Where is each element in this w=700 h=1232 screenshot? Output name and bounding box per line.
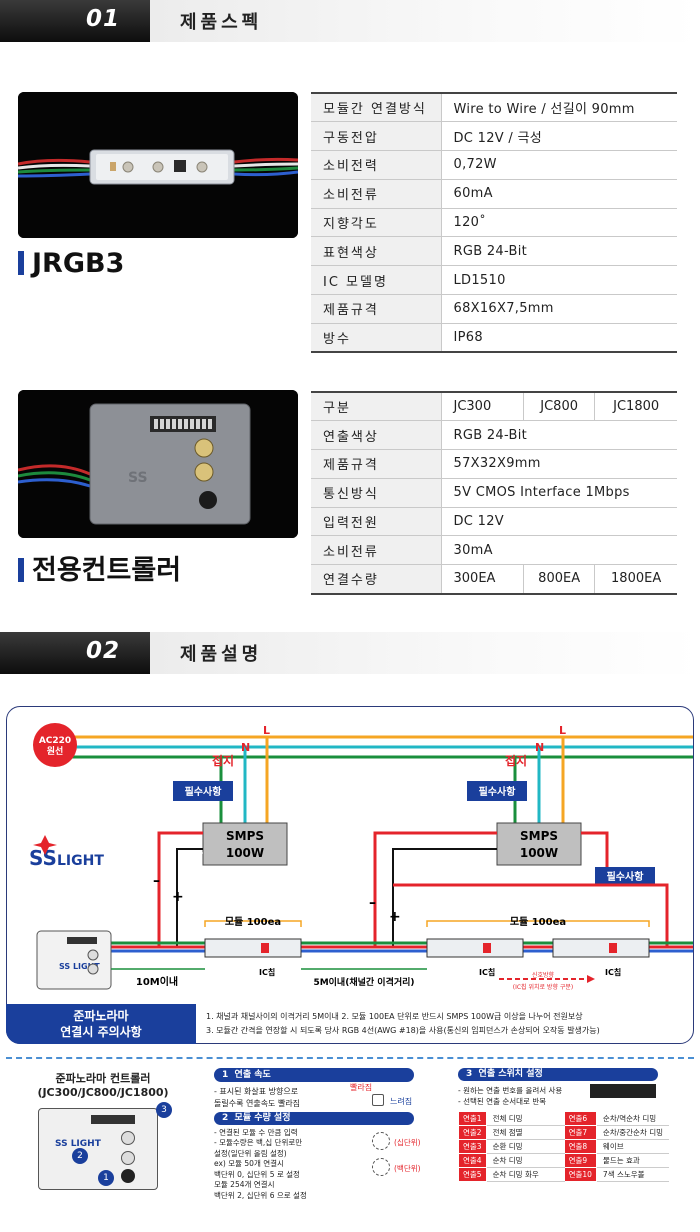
hundred-dial-icon [372,1158,390,1176]
module-count: 모듈 100ea [510,916,566,928]
fast-label: 빨라짐 [350,1083,373,1092]
line-L-label: L [559,724,566,737]
wiring-diagram: AC220 원선 L N 접지 L N 접지 필수사항 필수사항 필수사항 SM… [6,706,694,1044]
controller-photo: SS [18,390,298,538]
minus-label: – [153,873,160,889]
brand-light: LIGHT [57,853,104,869]
ic-chip-label: IC칩 [259,967,275,977]
section-number: 02 [85,638,120,664]
effect-row: 연출4 순차 디밍 연출9 물드는 효과 [458,1153,670,1168]
section-title: 제품설명 [180,644,263,665]
effect-row: 연출1 전체 디밍 연출6 순차/역순차 디밍 [458,1111,670,1126]
smps-watt: 100W [226,846,264,860]
required-badge: 필수사항 [607,870,645,883]
step-desc: 돌릴수록 연출속도 빨라짐 [214,1099,301,1108]
ic-chip-label: IC칩 [479,967,495,977]
hundred-unit-label: (백단위) [394,1164,421,1173]
led-module [426,938,524,958]
ic-chip-label: IC칩 [605,967,621,977]
step-number: 1 [222,1070,229,1080]
minus-label: – [369,895,376,911]
controller-brand: SS LIGHT [59,962,100,971]
ground-label: 접지 [212,753,234,768]
section-header-description: 02 제품설명 [0,632,700,674]
smps-label: SMPS [520,829,558,843]
plus-label: + [172,889,184,905]
distance-10m: 10M이내 [136,975,178,988]
smps-label: SMPS [226,829,264,843]
notes-subtitle: 연결시 주의사항 [60,1025,142,1039]
step-title: 연출 스위치 설정 [478,1069,543,1079]
callout-3: 3 [156,1102,172,1118]
ground-label: 접지 [505,753,527,768]
controller-brand: SS LIGHT [55,1139,101,1149]
callout-2: 2 [72,1148,88,1164]
divider [6,1057,694,1059]
power-label-2: 원선 [47,745,64,757]
connection-notes: 준파노라마 연결시 주의사항 1. 채널과 채널사이의 이격거리 5M이내 2.… [6,1004,694,1044]
line-N-label: N [241,741,250,754]
step-number: 2 [222,1113,229,1123]
spec-row-header: 구분 JC300 JC800 JC1800 [311,391,677,422]
step-desc: - 표시된 화살표 방향으로 [214,1087,299,1096]
effects-table: 연출1 전체 디밍 연출6 순차/역순차 디밍 연출2 전체 점멸 연출7 순차… [458,1111,670,1182]
plus-label: + [389,909,401,925]
led-module [204,938,302,958]
section-header-specs: 01 제품스펙 [0,0,700,42]
line-N-label: N [535,741,544,754]
step-number: 3 [466,1069,473,1079]
jrgb3-module-photo [18,92,298,238]
effect-row: 연출2 전체 점멸 연출7 순차/중간순차 디밍 [458,1125,670,1140]
notes-title: 준파노라마 [73,1009,129,1023]
required-badge: 필수사항 [479,785,517,798]
distance-5m: 5M이내(채널간 이격거리) [313,976,414,988]
product-name-jrgb3: JRGB3 [18,248,124,279]
ten-dial-icon [372,1132,390,1150]
led-module [552,938,650,958]
step-2-quantity: 2 모듈 수량 설정 - 연결된 모듈 수 만큼 입력 - 모듈수량은 백,십 … [214,1112,421,1200]
signal-direction-note: (IC칩 위치로 방향 구분) [513,983,574,991]
slow-label: 느려짐 [390,1097,413,1106]
product-name-controller: 전용컨트롤러 [18,548,181,587]
line-L-label: L [263,724,270,737]
speed-knob-icon [372,1094,384,1106]
step-title: 모듈 수량 설정 [234,1113,291,1123]
smps-watt: 100W [520,846,558,860]
power-label: AC220 [39,736,71,746]
controller-guide-title: 준파노라마 컨트롤러 (JC300/JC800/JC1800) [37,1072,169,1099]
effect-row: 연출3 순환 디밍 연출8 웨이브 [458,1139,670,1154]
ten-unit-label: (십단위) [394,1138,421,1147]
section-number: 01 [85,6,120,32]
spec-row-footer: 연결수량 300EA 800EA 1800EA [311,564,677,595]
dip-switch-icon [590,1084,656,1098]
step-title: 연출 속도 [234,1070,271,1080]
callout-1: 1 [98,1170,114,1186]
notes-line-2: 3. 모듈간 간격을 연장할 시 되도록 당사 RGB 4선(AWG #18)을… [206,1026,600,1035]
module-count: 모듈 100ea [225,916,281,928]
section-title: 제품스펙 [180,12,263,33]
notes-line-1: 1. 채널과 채널사이의 이격거리 5M이내 2. 모듈 100EA 단위로 반… [206,1012,583,1021]
step-3-effects: 3 연출 스위치 설정 - 원하는 연출 번호를 올려서 사용 - 선택된 연출… [458,1068,682,1182]
required-badge: 필수사항 [185,785,223,798]
effect-row: 연출5 순차 디밍 화우 연출10 7색 스노우볼 [458,1167,670,1182]
step-1-speed: 1 연출 속도 - 표시된 화살표 방향으로 돌릴수록 연출속도 빨라짐 빨라짐… [214,1068,436,1110]
signal-direction: 신호방향 [532,971,555,979]
svg-text:SS: SS [128,470,148,486]
